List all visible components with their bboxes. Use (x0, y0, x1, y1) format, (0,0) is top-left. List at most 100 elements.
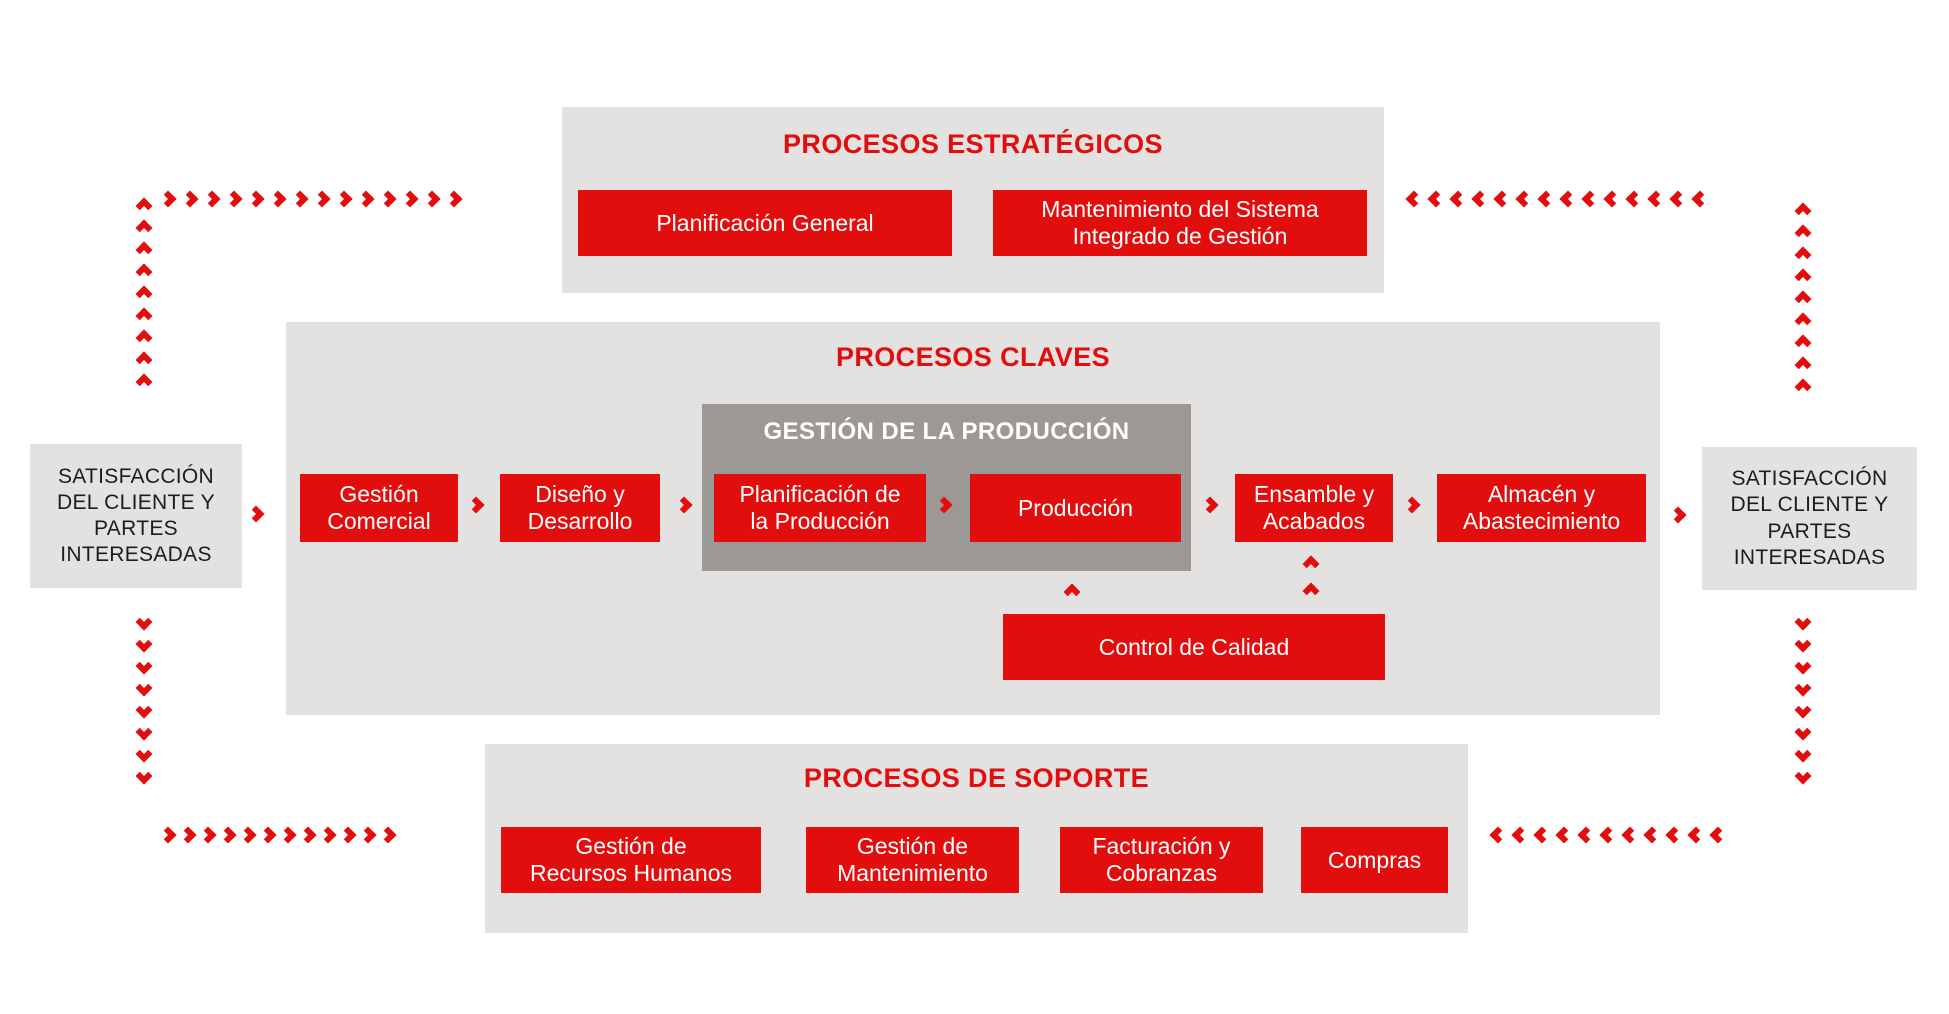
chevron-up-icon (1794, 268, 1812, 286)
chevron-left-icon (1471, 190, 1489, 208)
chevron-left-icon (1559, 190, 1577, 208)
chevron-up-icon (135, 373, 153, 391)
arrow-chain-left-lower (135, 613, 153, 785)
chevron-right-icon (179, 826, 197, 844)
production-management-title: GESTIÓN DE LA PRODUCCIÓN (763, 418, 1130, 445)
chevron-left-icon (1581, 190, 1599, 208)
chevron-up-icon (1794, 334, 1812, 352)
chevron-right-icon (357, 190, 375, 208)
chevron-right-icon (239, 826, 257, 844)
chevron-up-icon (1794, 224, 1812, 242)
chevron-up-icon (135, 219, 153, 237)
process-box-facturacion-cobranzas: Facturación y Cobranzas (1060, 827, 1263, 893)
process-box-recursos-humanos: Gestión de Recursos Humanos (501, 827, 761, 893)
process-box-compras: Compras (1301, 827, 1448, 893)
chevron-left-icon (1405, 190, 1423, 208)
chevron-up-icon (1794, 246, 1812, 264)
chevron-up-icon (1794, 290, 1812, 308)
chevron-up-icon (1794, 312, 1812, 330)
chevron-up-icon (135, 307, 153, 325)
chevron-right-icon (279, 826, 297, 844)
strategic-processes-title: PROCESOS ESTRATÉGICOS (783, 129, 1163, 159)
chevron-up-icon (1302, 555, 1320, 573)
arrow-chain-top-left (159, 190, 463, 208)
chevron-right-icon (159, 826, 177, 844)
chevron-left-icon (1511, 826, 1529, 844)
chevron-up-icon (1794, 378, 1812, 396)
chevron-up-icon (1063, 583, 1081, 601)
chevron-right-icon (335, 190, 353, 208)
chevron-right-icon (291, 190, 309, 208)
chevron-left-icon (1643, 826, 1661, 844)
chevron-right-icon (319, 826, 337, 844)
chevron-left-icon (1603, 190, 1621, 208)
chevron-down-icon (135, 745, 153, 763)
chevron-right-icon (199, 826, 217, 844)
chevron-left-icon (1621, 826, 1639, 844)
process-box-diseno-desarrollo: Diseño y Desarrollo (500, 474, 660, 542)
chevron-left-icon (1555, 826, 1573, 844)
chevron-up-icon (1794, 202, 1812, 220)
chevron-left-icon (1427, 190, 1445, 208)
chevron-right-icon (401, 190, 419, 208)
chevron-left-icon (1665, 826, 1683, 844)
chevron-down-icon (1794, 635, 1812, 653)
arrow-chain-right-lower (1794, 613, 1812, 785)
chevron-left-icon (1537, 190, 1555, 208)
chevron-right-icon (313, 190, 331, 208)
arrow-chain-bottom-left (159, 826, 397, 844)
chevron-right-icon (1201, 496, 1219, 514)
chevron-left-icon (1577, 826, 1595, 844)
chevron-left-icon (1647, 190, 1665, 208)
key-processes-title: PROCESOS CLAVES (835, 342, 1111, 372)
process-box-produccion: Producción (970, 474, 1181, 542)
chevron-right-icon (159, 190, 177, 208)
chevron-down-icon (1794, 657, 1812, 675)
chevron-left-icon (1599, 826, 1617, 844)
chevron-right-icon (1669, 506, 1687, 524)
process-box-planificacion-produccion: Planificación de la Producción (714, 474, 926, 542)
chevron-down-icon (135, 679, 153, 697)
chevron-right-icon (339, 826, 357, 844)
chevron-left-icon (1449, 190, 1467, 208)
chevron-down-icon (1794, 613, 1812, 631)
chevron-down-icon (135, 767, 153, 785)
chevron-right-icon (1403, 496, 1421, 514)
chevron-right-icon (379, 190, 397, 208)
chevron-down-icon (1794, 767, 1812, 785)
chevron-up-icon (135, 197, 153, 215)
process-box-mantenimiento-sig: Mantenimiento del Sistema Integrado de G… (993, 190, 1367, 256)
process-box-planificacion-general: Planificación General (578, 190, 952, 256)
chevron-right-icon (247, 190, 265, 208)
chevron-left-icon (1691, 190, 1709, 208)
chevron-down-icon (1794, 701, 1812, 719)
chevron-right-icon (467, 496, 485, 514)
chevron-down-icon (135, 657, 153, 675)
chevron-right-icon (181, 190, 199, 208)
chevron-right-icon (203, 190, 221, 208)
satisfaction-box-right: SATISFACCIÓN DEL CLIENTE Y PARTES INTERE… (1702, 447, 1917, 590)
strategic-processes-section: PROCESOS ESTRATÉGICOS Planificación Gene… (562, 107, 1384, 293)
satisfaction-box-left: SATISFACCIÓN DEL CLIENTE Y PARTES INTERE… (30, 444, 242, 588)
process-box-almacen-abastecimiento: Almacén y Abastecimiento (1437, 474, 1646, 542)
arrow-chain-top-right (1405, 190, 1709, 208)
chevron-left-icon (1493, 190, 1511, 208)
chevron-left-icon (1625, 190, 1643, 208)
chevron-down-icon (135, 635, 153, 653)
chevron-down-icon (1794, 679, 1812, 697)
chevron-down-icon (1794, 745, 1812, 763)
chevron-left-icon (1687, 826, 1705, 844)
chevron-right-icon (219, 826, 237, 844)
arrow-chain-bottom-right (1489, 826, 1727, 844)
chevron-right-icon (269, 190, 287, 208)
chevron-right-icon (247, 505, 265, 523)
arrow-chain-left-upper (135, 197, 153, 391)
chevron-up-icon (135, 241, 153, 259)
chevron-right-icon (259, 826, 277, 844)
support-processes-section: PROCESOS DE SOPORTE Gestión de Recursos … (485, 744, 1468, 933)
chevron-right-icon (423, 190, 441, 208)
chevron-right-icon (299, 826, 317, 844)
chevron-down-icon (135, 701, 153, 719)
chevron-up-icon (135, 329, 153, 347)
